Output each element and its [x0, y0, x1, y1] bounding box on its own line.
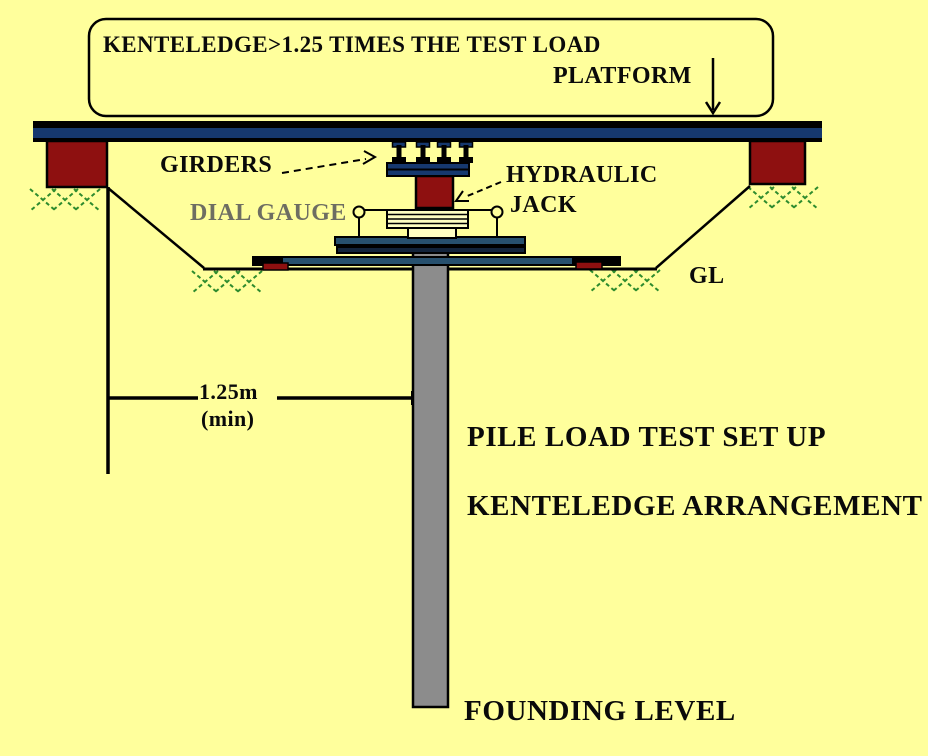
hydraulic-jack	[414, 174, 455, 210]
ground-hatch-pit-right	[589, 269, 661, 293]
founding-level-label: FOUNDING LEVEL	[464, 695, 736, 727]
dimension-value-label: 1.25m	[199, 379, 258, 404]
reference-beam-middle	[336, 246, 526, 254]
dial-gauge-left	[352, 205, 366, 219]
diagram-title-line2: KENTELEDGE ARRANGEMENT	[467, 490, 923, 522]
datum-support-left	[262, 262, 289, 271]
platform-deck	[33, 121, 822, 142]
ground-hatch-pit-left	[191, 270, 263, 294]
platform-arrow	[704, 58, 722, 116]
dimension-qualifier-label: (min)	[201, 406, 255, 431]
girder-studs	[391, 141, 474, 163]
dial-gauge-right	[490, 205, 504, 219]
callout-balloon	[87, 17, 775, 118]
girder-flange	[386, 162, 470, 177]
pile-cap-plate	[407, 227, 457, 239]
platform-label: PLATFORM	[553, 63, 692, 89]
girders-label: GIRDERS	[160, 152, 273, 178]
datum-support-right	[575, 261, 603, 270]
ground-hatch-left-block	[29, 188, 101, 212]
dial-gauge-label: DIAL GAUGE	[190, 200, 347, 226]
girders-arrow	[281, 150, 378, 174]
right-support-block	[748, 139, 807, 186]
hydraulic-jack-label-line1: HYDRAULIC	[506, 162, 658, 188]
kenteledge-callout-text: KENTELEDGE>1.25 TIMES THE TEST LOAD	[103, 32, 601, 57]
test-pile	[411, 228, 450, 709]
datum-beam	[252, 256, 621, 266]
ground-level-label: GL	[689, 263, 725, 289]
dial-gauge-assembly	[352, 205, 504, 238]
dimension-lines	[106, 187, 413, 474]
ground-hatch-right-block	[747, 186, 819, 210]
hydraulic-jack-label-line2: JACK	[510, 192, 577, 218]
left-support-block	[45, 139, 109, 189]
diagram-title-line1: PILE LOAD TEST SET UP	[467, 421, 827, 453]
load-plate-stack	[386, 209, 469, 229]
hydraulic-jack-arrow	[454, 181, 502, 202]
